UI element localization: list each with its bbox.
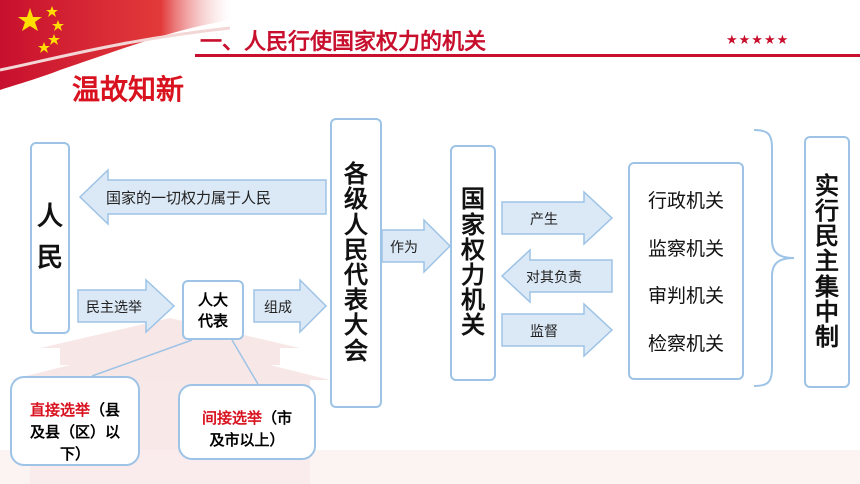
state-organ-char: 家 — [461, 210, 485, 239]
congress-char: 大 — [344, 311, 368, 340]
direct-election-text: 下） — [59, 444, 90, 463]
people-box: 人 民 — [30, 142, 70, 334]
act-as-label: 作为 — [390, 240, 418, 256]
flag-star-icons — [18, 6, 64, 53]
organ-item: 监察机关 — [647, 237, 724, 260]
direct-election-box: 直接选举（县 及县（区）以 下） — [10, 376, 140, 466]
produce-label: 产生 — [530, 212, 558, 228]
state-power-organ-box: 国 家 权 力 机 关 — [450, 145, 496, 381]
people-char: 人 — [36, 201, 63, 232]
responsible-arrow — [500, 248, 613, 304]
compose-label: 组成 — [264, 300, 292, 316]
indirect-election-text: （市 — [262, 409, 293, 427]
congress-char: 会 — [344, 336, 368, 365]
organs-box: 行政机关 监察机关 审判机关 检察机关 — [628, 162, 744, 380]
organ-item: 检察机关 — [647, 332, 724, 355]
organ-item: 行政机关 — [647, 190, 724, 213]
principle-char: 实 — [815, 171, 839, 200]
state-organ-char: 机 — [461, 286, 485, 315]
power-belongs-label: 国家的一切权力属于人民 — [106, 189, 272, 207]
header-underline — [195, 54, 860, 57]
power-belongs-arrow — [78, 168, 327, 226]
responsible-label: 对其负责 — [526, 270, 582, 286]
organ-item: 审判机关 — [647, 285, 724, 308]
indirect-election-text: 及市以上） — [209, 430, 285, 449]
congress-char: 代 — [344, 261, 368, 289]
indirect-election-highlight: 间接选举 — [201, 409, 262, 427]
act-as-arrow — [381, 218, 452, 274]
democratic-election-arrow — [77, 278, 176, 334]
direct-election-text: 及县（区）以 — [29, 422, 120, 441]
compose-arrow — [253, 278, 328, 334]
people-char: 民 — [36, 243, 63, 273]
principle-char: 集 — [815, 272, 839, 301]
principle-char: 主 — [815, 247, 839, 276]
congress-char: 表 — [344, 286, 368, 315]
congress-char: 人 — [344, 210, 368, 239]
deputies-line1: 人大 — [197, 291, 228, 309]
deputies-line2: 代表 — [197, 312, 228, 330]
state-organ-char: 权 — [461, 235, 485, 264]
direct-election-highlight: 直接选举 — [29, 401, 90, 419]
principle-char: 中 — [815, 297, 839, 326]
deputies-box: 人大 代表 — [182, 280, 244, 340]
subtitle: 温故知新 — [72, 73, 185, 106]
congress-char: 民 — [344, 235, 368, 264]
produce-arrow — [501, 190, 614, 246]
brace-icon — [753, 129, 795, 387]
congress-box: 各 级 人 民 代 表 大 会 — [330, 118, 382, 408]
supervise-label: 监督 — [530, 324, 558, 340]
indirect-election-box: 间接选举（市 及市以上） — [178, 384, 316, 460]
state-organ-char: 国 — [461, 185, 485, 214]
direct-election-text: （县 — [90, 401, 121, 419]
header-stars: ★★★★★ — [726, 33, 790, 48]
principle-char: 行 — [815, 197, 839, 226]
principle-char: 民 — [815, 222, 839, 251]
congress-char: 各 — [344, 160, 368, 189]
democratic-election-label: 民主选举 — [86, 300, 142, 316]
principle-char: 制 — [815, 322, 839, 351]
state-organ-char: 力 — [461, 261, 485, 289]
flag-decoration — [0, 0, 230, 90]
state-organ-char: 关 — [461, 311, 485, 340]
democratic-centralism-box: 实 行 民 主 集 中 制 — [804, 136, 850, 388]
header-title: 一、人民行使国家权力的机关 — [200, 30, 487, 55]
congress-char: 级 — [344, 185, 368, 214]
supervise-arrow — [501, 302, 614, 358]
